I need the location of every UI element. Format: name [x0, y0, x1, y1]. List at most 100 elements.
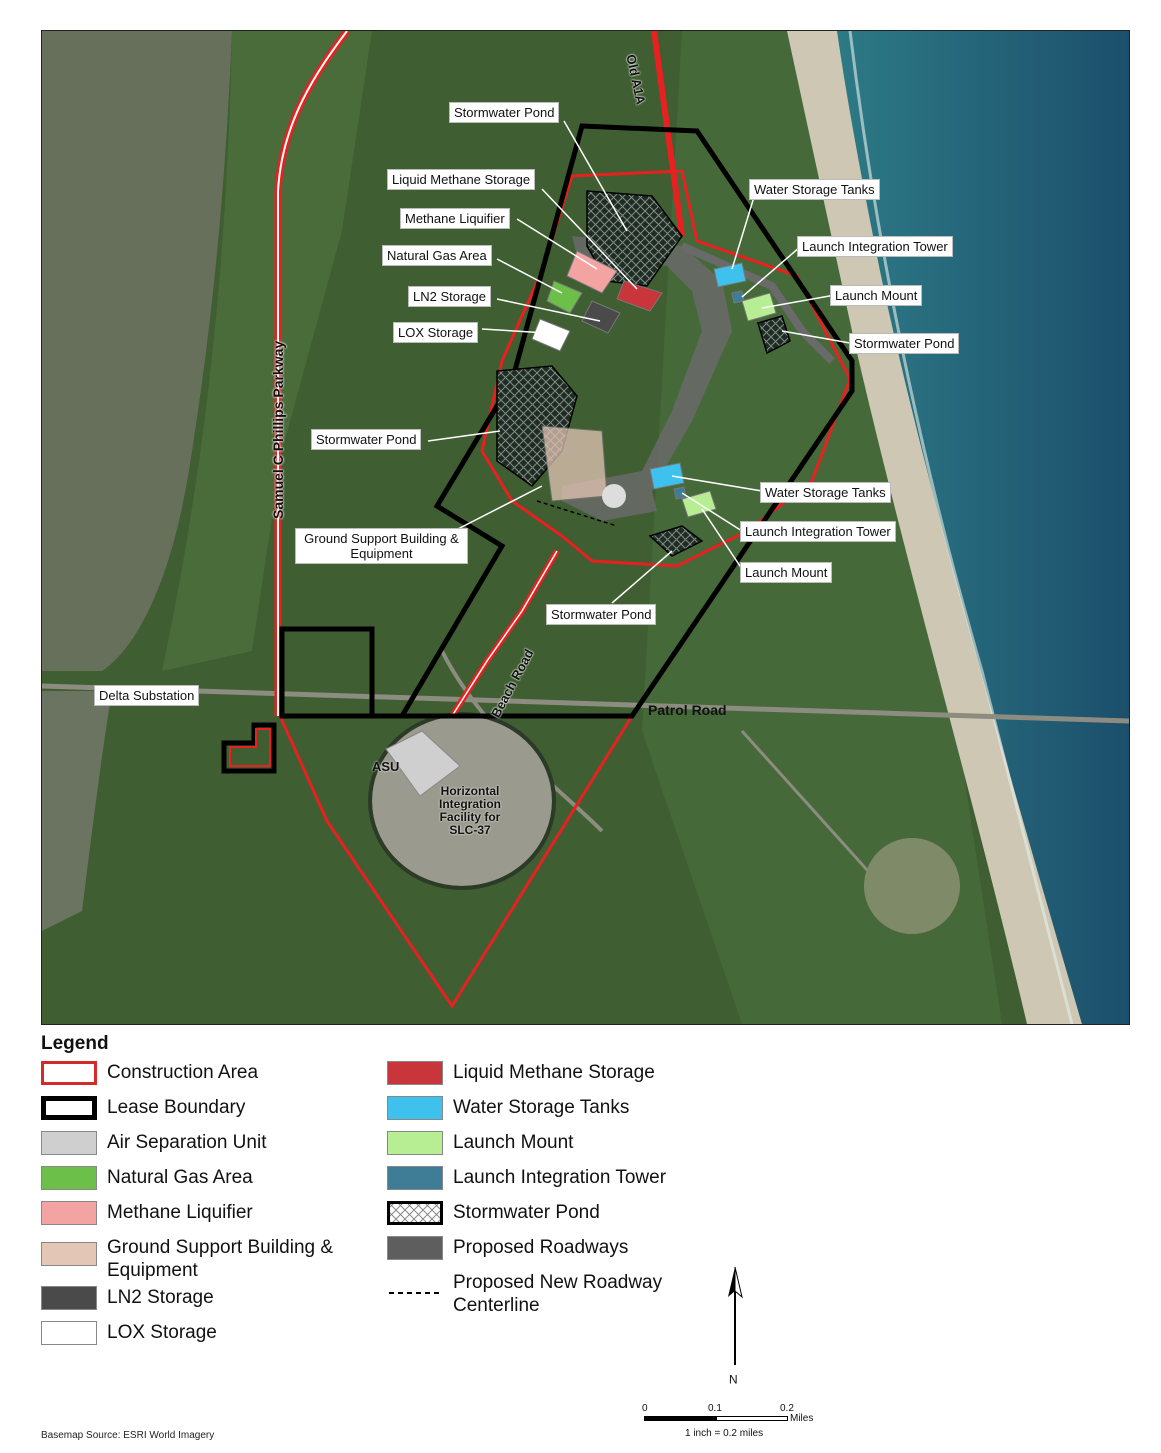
construction-area-main[interactable] — [480, 169, 852, 568]
methane-liquifier-area[interactable] — [566, 250, 618, 294]
legend-label: Launch Mount — [453, 1132, 574, 1153]
launch-mount-swatch — [387, 1131, 443, 1155]
legend-item-construction-area: Construction Area — [41, 1061, 357, 1085]
lagoon-water — [42, 31, 232, 671]
road — [42, 683, 1129, 724]
legend-item-natural-gas-area: Natural Gas Area — [41, 1166, 357, 1190]
water-storage-tanks-label-1: Water Storage Tanks — [749, 179, 880, 200]
scale-tick-1: 0.1 — [708, 1403, 722, 1414]
map-frame: Old A1A Stormwater Pond Liquid Methane S… — [41, 30, 1130, 1025]
patrol-road-label: Patrol Road — [648, 702, 727, 718]
old-a1a-corridor[interactable] — [651, 31, 685, 237]
stormwater-pond-label-top: Stormwater Pond — [449, 102, 560, 123]
launch-integration-tower-swatch — [387, 1166, 443, 1190]
tracking-site — [864, 838, 960, 934]
asu-label: ASU — [372, 759, 400, 774]
legend-label: Construction Area — [107, 1062, 259, 1083]
lagoon-water-south — [42, 691, 112, 931]
scale-unit: Miles — [790, 1413, 814, 1424]
legend-label: LN2 Storage — [107, 1287, 214, 1308]
north-arrow-icon — [728, 1266, 743, 1365]
methane-liquifier-label: Methane Liquifier — [400, 208, 510, 229]
legend-item-liquid-methane-storage: Liquid Methane Storage — [387, 1061, 753, 1085]
scale-segment-light — [716, 1416, 788, 1421]
legend-label: Methane Liquifier — [107, 1202, 253, 1223]
stormwater-pond-bottom-hatch — [648, 525, 704, 557]
beach-road-corridor-inner — [451, 550, 558, 717]
legend-item-lox-storage: LOX Storage — [41, 1321, 357, 1345]
legend-label: Liquid Methane Storage — [453, 1062, 655, 1083]
launch-integration-tower-2[interactable] — [673, 486, 687, 500]
legend-label: Proposed New Roadway Centerline — [453, 1272, 663, 1316]
ln2-storage-area[interactable] — [581, 300, 621, 334]
legend: Legend Construction Area Lease Boundary … — [41, 1033, 741, 1353]
legend-label: Lease Boundary — [107, 1097, 246, 1118]
scale-ratio: 1 inch = 0.2 miles — [685, 1428, 764, 1439]
stormwater-pond-right-hatch — [757, 315, 791, 355]
legend-label: Water Storage Tanks — [453, 1097, 630, 1118]
lease-boundary[interactable] — [279, 123, 855, 719]
ln2-storage-swatch — [41, 1286, 97, 1310]
ground-support-swatch — [41, 1242, 97, 1266]
legend-item-ground-support: Ground Support Building & Equipment — [41, 1236, 357, 1282]
stormwater-pond-swatch — [387, 1201, 443, 1225]
legend-label: Natural Gas Area — [107, 1167, 253, 1188]
air-separation-unit-swatch — [41, 1131, 97, 1155]
delta-substation-boundary[interactable] — [221, 722, 277, 774]
launch-mount-label-2: Launch Mount — [740, 562, 833, 583]
launch-integration-tower-label-2: Launch Integration Tower — [740, 521, 896, 542]
lease-boundary-swatch — [41, 1096, 97, 1120]
natural-gas-area-swatch — [41, 1166, 97, 1190]
delta-substation-construction — [229, 728, 271, 767]
construction-area-swatch — [41, 1061, 97, 1085]
liquid-methane-storage-area[interactable] — [616, 280, 663, 312]
legend-item-proposed-centerline: Proposed New Roadway Centerline — [387, 1271, 703, 1317]
leader-lines — [427, 120, 851, 604]
legend-item-methane-liquifier: Methane Liquifier — [41, 1201, 357, 1225]
asu-area[interactable] — [385, 730, 461, 797]
vegetation-patch — [162, 31, 372, 671]
samuel-parkway-label: Samuel C Phillips Parkway — [270, 340, 286, 519]
horizontal-integration-label: Horizontal Integration Facility for SLC-… — [439, 784, 501, 837]
methane-liquifier-swatch — [41, 1201, 97, 1225]
scale-segment-dark — [644, 1416, 716, 1421]
ground-support-area[interactable] — [541, 425, 608, 502]
legend-item-lease-boundary: Lease Boundary — [41, 1096, 357, 1120]
legend-item-launch-integration-tower: Launch Integration Tower — [387, 1166, 753, 1190]
proposed-roadways-swatch — [387, 1236, 443, 1260]
water-storage-tanks-label-2: Water Storage Tanks — [760, 482, 891, 503]
legend-item-ln2-storage: LN2 Storage — [41, 1286, 357, 1310]
water-storage-tanks-swatch — [387, 1096, 443, 1120]
ground-support-dome — [602, 484, 626, 508]
satellite-map[interactable] — [42, 31, 1129, 1024]
launch-mount-label-1: Launch Mount — [830, 285, 923, 306]
ground-support-label: Ground Support Building & Equipment — [295, 528, 468, 564]
delta-substation-label: Delta Substation — [94, 685, 200, 706]
legend-item-stormwater-pond: Stormwater Pond — [387, 1201, 753, 1225]
legend-item-launch-mount: Launch Mount — [387, 1131, 753, 1155]
scale-tick-0: 0 — [642, 1403, 648, 1414]
launch-mount-1[interactable] — [741, 292, 777, 322]
legend-label: LOX Storage — [107, 1322, 217, 1343]
water-storage-tanks-2[interactable] — [649, 462, 685, 490]
legend-label: Ground Support Building & Equipment — [107, 1237, 334, 1281]
liquid-methane-storage-label: Liquid Methane Storage — [387, 169, 536, 190]
north-label: N — [729, 1372, 738, 1386]
natural-gas-area-label: Natural Gas Area — [382, 245, 492, 266]
legend-label: Proposed Roadways — [453, 1237, 629, 1258]
lox-storage-label: LOX Storage — [393, 322, 479, 343]
legend-item-water-storage-tanks: Water Storage Tanks — [387, 1096, 753, 1120]
stormwater-pond-label-right: Stormwater Pond — [849, 333, 960, 354]
stormwater-pond-label-left: Stormwater Pond — [311, 429, 422, 450]
legend-label: Launch Integration Tower — [453, 1167, 667, 1188]
legend-label: Air Separation Unit — [107, 1132, 267, 1153]
liquid-methane-storage-swatch — [387, 1061, 443, 1085]
scale-bar: 0 0.1 0.2 Miles 1 inch = 0.2 miles — [630, 1400, 840, 1445]
legend-item-air-separation-unit: Air Separation Unit — [41, 1131, 357, 1155]
lox-storage-swatch — [41, 1321, 97, 1345]
legend-label: Stormwater Pond — [453, 1202, 600, 1223]
basemap-source: Basemap Source: ESRI World Imagery — [41, 1430, 215, 1441]
ln2-storage-label: LN2 Storage — [408, 286, 491, 307]
scale-tick-2: 0.2 — [780, 1403, 794, 1414]
stormwater-pond-label-bottom: Stormwater Pond — [546, 604, 657, 625]
